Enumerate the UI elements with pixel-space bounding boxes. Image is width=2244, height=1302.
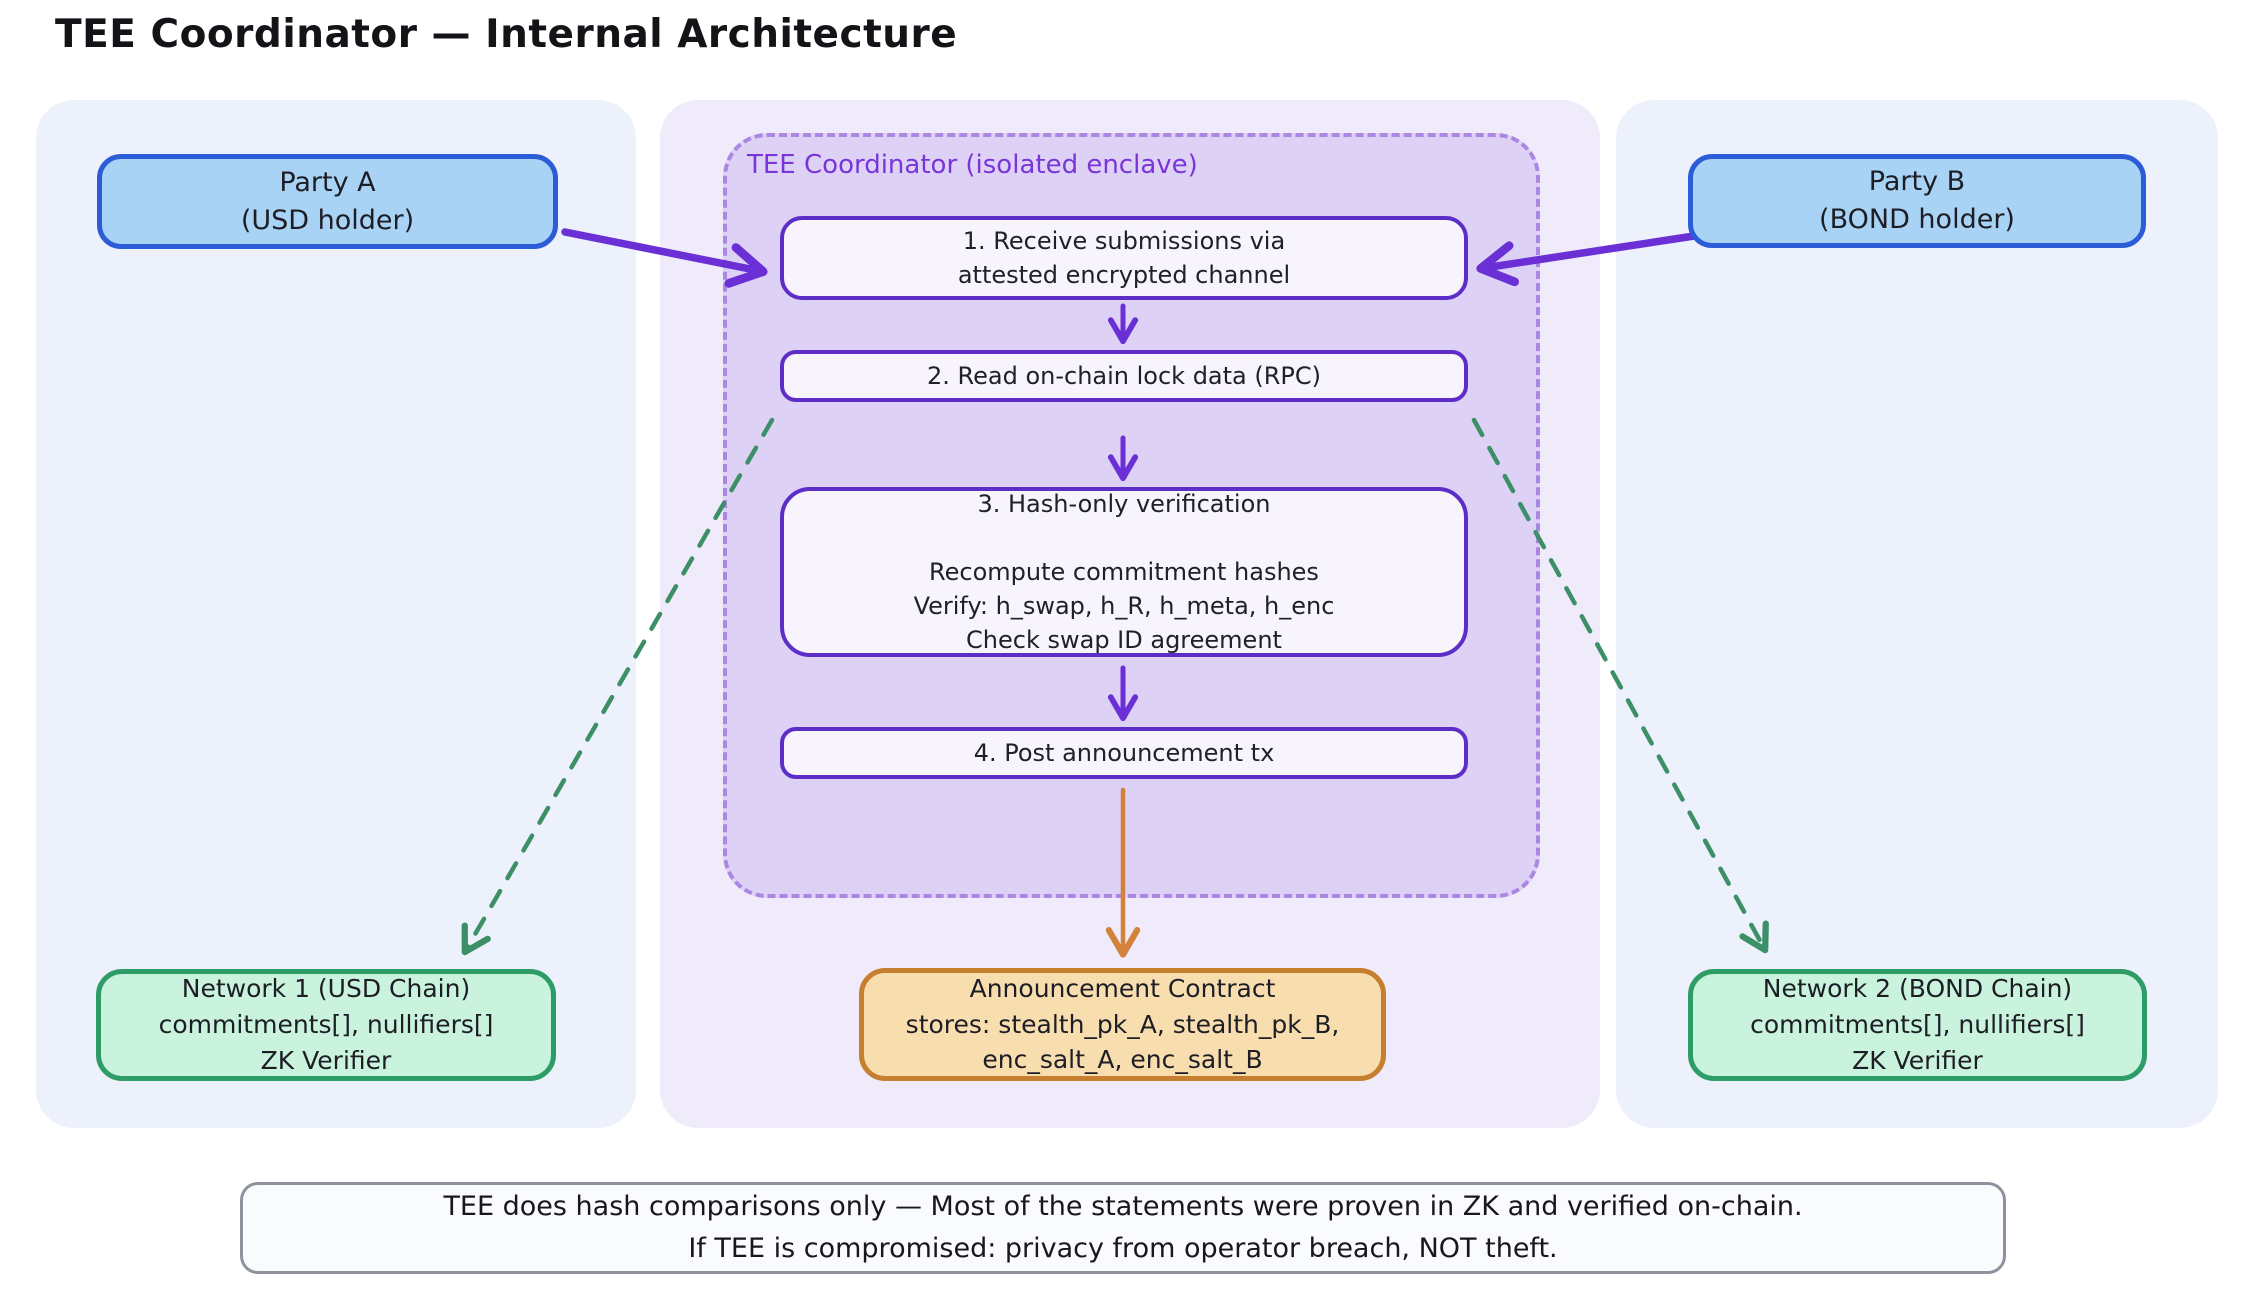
network-2-node: Network 2 (BOND Chain) commitments[], nu… xyxy=(1688,969,2147,1081)
step-3-hash-only-verification: 3. Hash-only verification Recompute comm… xyxy=(780,487,1468,657)
announcement-contract-node: Announcement Contract stores: stealth_pk… xyxy=(859,968,1386,1081)
step-4-post-announcement-tx: 4. Post announcement tx xyxy=(780,727,1468,779)
diagram-title: TEE Coordinator — Internal Architecture xyxy=(55,12,958,57)
footnote-box: TEE does hash comparisons only — Most of… xyxy=(240,1182,2006,1274)
tee-enclave-label: TEE Coordinator (isolated enclave) xyxy=(747,150,1198,180)
network-1-node: Network 1 (USD Chain) commitments[], nul… xyxy=(96,969,556,1081)
party-a-node: Party A (USD holder) xyxy=(97,154,558,249)
step-1-receive-submissions: 1. Receive submissions via attested encr… xyxy=(780,216,1468,300)
party-b-node: Party B (BOND holder) xyxy=(1688,154,2146,248)
step-2-read-lock-data: 2. Read on-chain lock data (RPC) xyxy=(780,350,1468,402)
